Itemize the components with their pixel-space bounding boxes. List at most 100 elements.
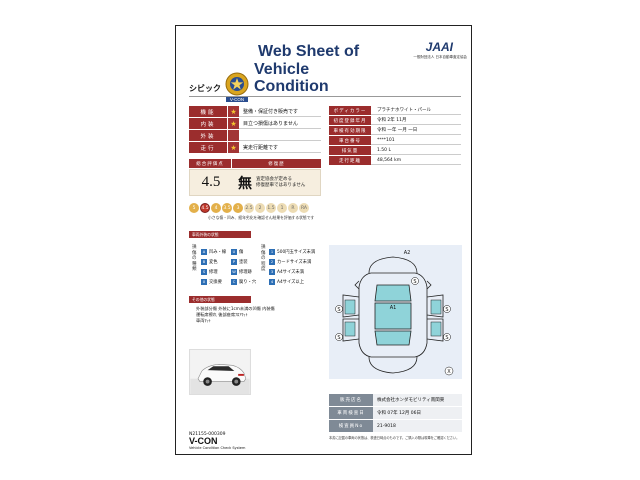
spec-value: ****101: [371, 136, 461, 145]
inspector-table: 販売店名株式会社ホンダモビリティ南関東 車両検査日令和 07年 12月 06日 …: [329, 394, 462, 433]
scale-bubble: 4.5: [200, 203, 210, 213]
condition-value: 実走行距離です: [239, 142, 321, 153]
condition-row-exterior: 外装: [189, 130, 321, 141]
damage-size-icon: 2: [269, 259, 275, 265]
damage-mark: X: [447, 369, 451, 375]
spec-row: ボディカラープラチナホワイト・パール: [329, 106, 461, 115]
condition-value: 目立つ損傷はありません: [239, 118, 321, 129]
legend-type-label: 修理跡: [239, 270, 252, 275]
legend-size-label: A4サイズ以上: [277, 280, 305, 285]
damage-type-icon: X: [201, 279, 207, 285]
condition-row-function: 機能 ★ 整備・保証付き販売です: [189, 106, 321, 117]
repair-note-line-2: 修復歴車ではありません: [256, 182, 306, 188]
spec-label: 排気量: [329, 146, 371, 155]
condition-label: 機能: [189, 106, 227, 117]
score-box: 4.5 無 査定協会が定める 修復歴車ではありません: [189, 169, 321, 196]
repair-note-line-1: 査定協会が定める: [256, 176, 292, 182]
damage-size-icon: 4: [269, 279, 275, 285]
inspector-row: 車両検査日令和 07年 12月 06日: [329, 407, 462, 419]
damage-type-icon: B: [201, 259, 207, 265]
scale-note: 小さな傷・凹み、経年劣化を確認せん結果を評価する状態です: [208, 215, 315, 220]
spec-value: 令和 2年 11月: [371, 116, 461, 125]
vehicle-photo: [189, 349, 251, 395]
damage-type-icon: P: [231, 259, 237, 265]
footer-brand: V-CON: [189, 436, 218, 446]
legend-type-label: 変色: [209, 260, 218, 265]
footer-system: Vehicle Condition Check System: [189, 446, 246, 450]
legend-type-label: 傷: [239, 250, 244, 255]
repair-note: 査定協会が定める 修復歴車ではありません: [256, 177, 305, 189]
damage-size-icon: 1: [269, 249, 275, 255]
condition-row-mileage: 走行 ★ 実走行距離です: [189, 142, 321, 153]
legend-size-label: A4サイズ未満: [277, 270, 305, 275]
spec-label: 走行距離: [329, 156, 371, 165]
car-name: シビック: [189, 84, 221, 93]
spec-label: 車台番号: [329, 136, 371, 145]
legend-type-label: 凹み・線: [209, 250, 227, 255]
score-header: 総合評価点 修復歴: [189, 159, 321, 168]
spec-value: 1.50 L: [371, 146, 461, 155]
inspector-value: 株式会社ホンダモビリティ南関東: [373, 394, 462, 406]
legend-size-label: 500円玉サイズ未満: [277, 250, 316, 255]
jaai-logo-text: JAAI: [425, 40, 453, 54]
condition-label: 走行: [189, 142, 227, 153]
other-notes: 外装部分傷 外装に1cm未満の凹傷 内装傷 運転席擦れ 後部座席ﾌﾛｱﾏｯﾄ 車…: [196, 306, 275, 324]
damage-type-icon: U: [231, 249, 237, 255]
vcon-emblem-icon: V-CON: [225, 72, 249, 102]
sheet-title: Web Sheet of Vehicle Condition: [254, 43, 384, 95]
jaai-org-name: 一般財団法人 日本自動車査定協会: [413, 55, 467, 59]
footer: N21155-000309 V-CON Vehicle Condition Ch…: [189, 432, 245, 450]
scale-bubble: 4: [211, 203, 221, 213]
title-line-2: Vehicle Condition: [254, 61, 329, 95]
condition-label: 外装: [189, 130, 227, 141]
car-diagram-icon: A2 S S A1 S S S X: [335, 250, 454, 376]
damage-mark: A1: [390, 305, 397, 311]
damage-mark: S: [337, 307, 340, 313]
emblem-text: V-CON: [230, 97, 244, 102]
damage-type-icon: W: [231, 269, 237, 275]
legend-header: 車両外装の状態: [189, 231, 251, 238]
inspector-value: 令和 07年 12月 06日: [373, 407, 462, 419]
title-line-1: Web Sheet of: [258, 43, 360, 60]
scale-bubble: 3.5: [222, 203, 232, 213]
damage-mark: S: [445, 335, 448, 341]
sheet-id: N21155-000309: [189, 432, 226, 437]
damage-type-icon: S: [201, 269, 207, 275]
empty-star-slot: [228, 130, 239, 141]
scale-bubble: RA: [299, 203, 309, 213]
condition-value: 整備・保証付き販売です: [239, 106, 321, 117]
spec-label: 車検有効期限: [329, 126, 371, 135]
scale-bubble: 1: [277, 203, 287, 213]
divider: [189, 96, 461, 97]
condition-sheet: V-CON Web Sheet of Vehicle Condition JAA…: [175, 25, 472, 455]
scale-bubble: R: [288, 203, 298, 213]
scale-bubble: 5: [189, 203, 199, 213]
other-header: その他の状態: [189, 296, 251, 303]
legend-size-label: 損傷の程度: [261, 245, 266, 272]
star-icon: ★: [228, 142, 239, 153]
score-value: 4.5: [201, 174, 221, 190]
score-header-repair: 修復歴: [232, 159, 321, 168]
other-line: 外装部分傷 外装に1cm未満の凹傷 内装傷: [196, 306, 275, 311]
condition-table: 機能 ★ 整備・保証付き販売です 内装 ★ 目立つ損傷はありません 外装 走行 …: [189, 106, 321, 154]
inspector-label: 検査員No: [329, 420, 373, 432]
condition-label: 内装: [189, 118, 227, 129]
legend-type-label: 交換要: [209, 280, 222, 285]
scale-bubble: 1.5: [266, 203, 276, 213]
scale-bubble: 2.5: [244, 203, 254, 213]
damage-diagram: A2 S S A1 S S S X: [329, 245, 462, 379]
condition-row-interior: 内装 ★ 目立つ損傷はありません: [189, 118, 321, 129]
scale-bubble: 2: [255, 203, 265, 213]
